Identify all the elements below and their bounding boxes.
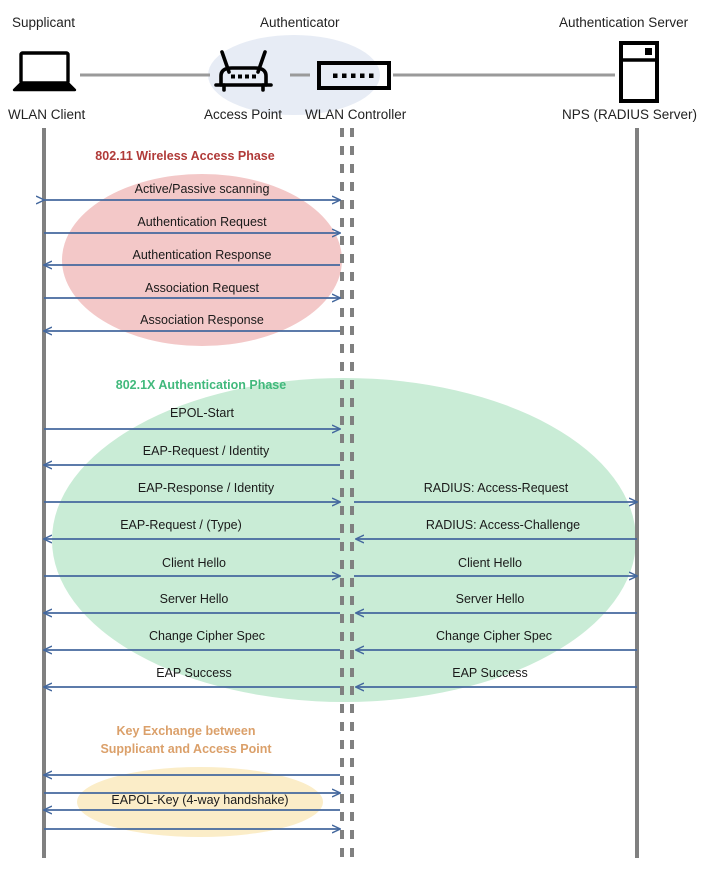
role-label-authentication-server: Authentication Server <box>559 15 689 30</box>
message-label-eap-response-identity: EAP-Response / Identity <box>137 481 275 495</box>
role-label-authenticator: Authenticator <box>260 15 340 30</box>
message-label-radius-access-request: RADIUS: Access-Request <box>423 481 569 495</box>
device-label-nps-radius-server: NPS (RADIUS Server) <box>562 107 698 122</box>
laptop-icon <box>12 51 77 92</box>
message-label-association-request: Association Request <box>145 281 259 295</box>
device-label-wlan-controller: WLAN Controller <box>305 107 407 122</box>
arrows-phase-dot1x-left <box>44 429 340 687</box>
message-label-server-hello-right: Server Hello <box>455 592 525 606</box>
message-label-authentication-request: Authentication Request <box>137 215 267 229</box>
message-label-change-cipher-spec-left: Change Cipher Spec <box>148 629 266 643</box>
device-label-access-point: Access Point <box>204 107 283 122</box>
phase-label-dot1x-authentication: 802.1X Authentication Phase <box>115 378 287 392</box>
lifelines <box>42 128 639 858</box>
arrows-phase-key-exchange <box>44 775 340 829</box>
message-label-association-response: Association Response <box>140 313 264 327</box>
message-label-eap-success-left: EAP Success <box>156 666 232 680</box>
phase-ellipse-wireless <box>62 174 342 346</box>
message-label-eapol-key-handshake: EAPOL-Key (4-way handshake) <box>111 793 289 807</box>
phase-label-wireless-access: 802.11 Wireless Access Phase <box>95 149 275 163</box>
message-label-eap-request-type: EAP-Request / (Type) <box>120 518 242 532</box>
message-label-eap-success-right: EAP Success <box>452 666 528 680</box>
message-label-radius-access-challenge: RADIUS: Access-Challenge <box>425 518 581 532</box>
wlan-controller-icon <box>317 61 391 90</box>
message-label-authentication-response: Authentication Response <box>132 248 272 262</box>
message-label-active-passive-scanning: Active/Passive scanning <box>134 182 270 196</box>
message-label-eap-request-identity: EAP-Request / Identity <box>142 444 270 458</box>
arrows-phase-wireless <box>44 200 340 331</box>
message-label-server-hello-left: Server Hello <box>159 592 229 606</box>
device-label-wlan-client: WLAN Client <box>8 107 86 122</box>
phase-label-key-exchange-line1: Key Exchange between <box>116 724 256 738</box>
server-icon <box>619 41 659 103</box>
message-label-eapol-start: EPOL-Start <box>170 406 234 420</box>
role-label-supplicant: Supplicant <box>12 15 76 30</box>
phase-label-key-exchange-line2: Supplicant and Access Point <box>100 742 272 756</box>
message-label-client-hello-right: Client Hello <box>458 556 522 570</box>
phase-ellipse-dot1x <box>52 378 636 702</box>
access-point-icon <box>214 50 273 92</box>
arrows-phase-dot1x-right <box>354 502 637 687</box>
phase-ellipse-key <box>77 767 323 837</box>
message-label-change-cipher-spec-right: Change Cipher Spec <box>435 629 553 643</box>
message-label-client-hello-left: Client Hello <box>162 556 226 570</box>
